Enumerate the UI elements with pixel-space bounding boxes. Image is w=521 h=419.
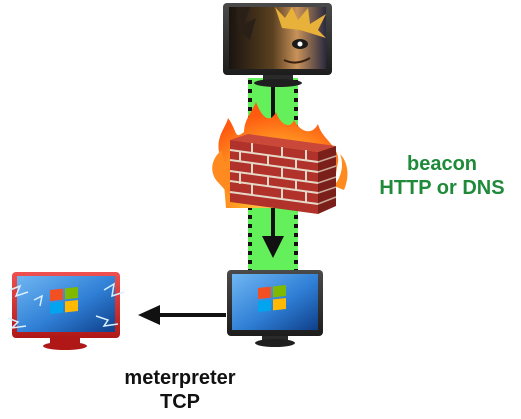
beacon-label-line2: HTTP or DNS bbox=[379, 177, 505, 199]
firewall-icon bbox=[212, 102, 348, 214]
attacker-monitor bbox=[223, 3, 332, 87]
beacon-label: beacon HTTP or DNS bbox=[360, 152, 521, 200]
meterpreter-label-line2: TCP bbox=[160, 391, 200, 413]
lateral-target-monitor bbox=[7, 272, 125, 350]
meterpreter-arrow bbox=[138, 305, 226, 325]
windows-logo-icon bbox=[258, 285, 286, 312]
electric-spark-icon bbox=[7, 282, 125, 330]
beacon-label-line1: beacon bbox=[406, 153, 478, 175]
compromised-host-monitor bbox=[227, 270, 323, 347]
windows-logo-icon-target bbox=[50, 287, 78, 314]
meterpreter-label: meterpreter TCP bbox=[90, 366, 270, 414]
meterpreter-label-line1: meterpreter bbox=[124, 367, 236, 389]
